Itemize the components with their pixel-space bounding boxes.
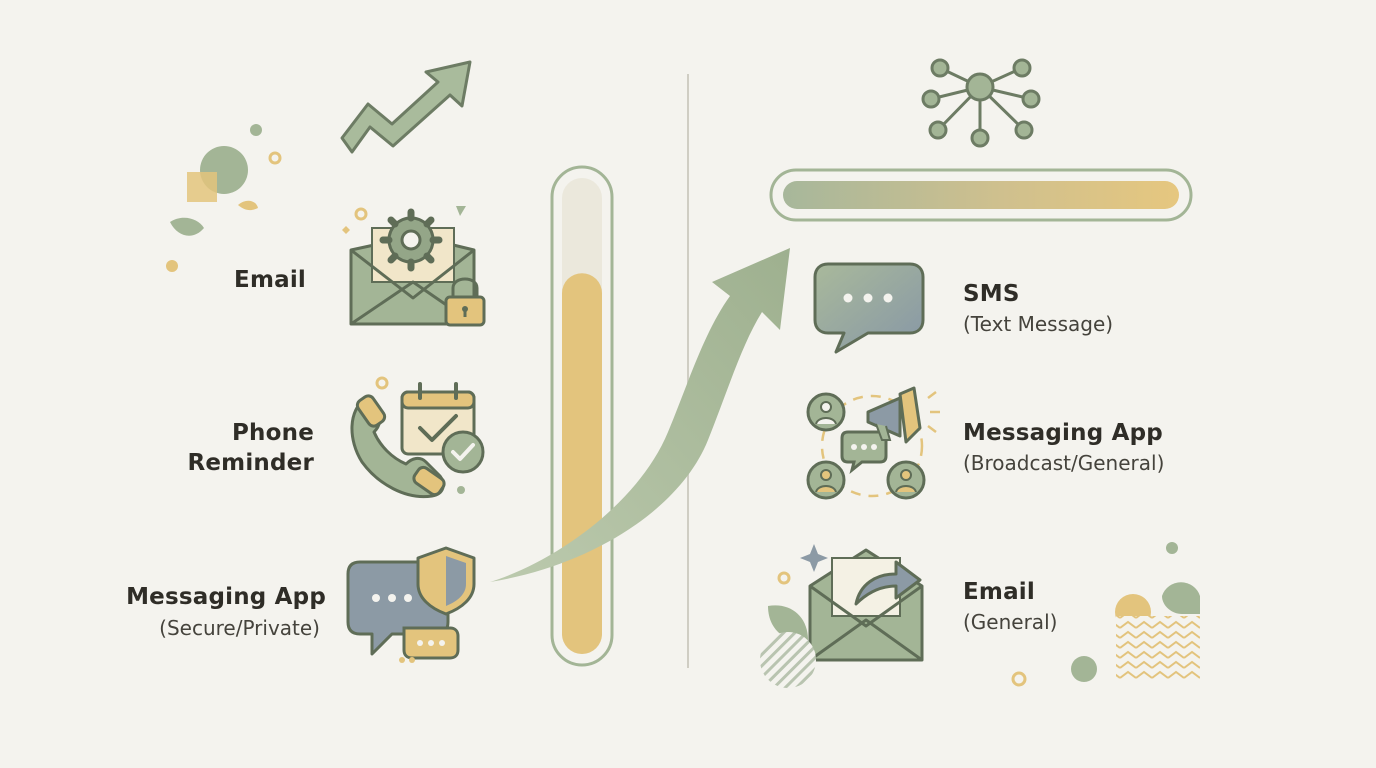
right-item-sms-title: SMS xyxy=(963,281,1020,307)
leaf-icon xyxy=(170,217,204,236)
gear-icon xyxy=(379,208,443,272)
left-item-phone-title-line2: Reminder xyxy=(187,450,314,476)
lock-icon xyxy=(444,277,486,327)
left-item-messaging-subtitle: (Secure/Private) xyxy=(159,616,320,640)
person-avatar-icon xyxy=(806,460,846,500)
person-avatar-icon xyxy=(886,460,926,500)
right-item-email-title: Email xyxy=(963,579,1035,605)
phone-calendar-check-icon xyxy=(350,376,485,499)
horizontal-gauge-fill xyxy=(783,181,1179,209)
right-item-email-subtitle: (General) xyxy=(963,610,1058,634)
horizontal-gauge xyxy=(769,168,1193,222)
left-item-phone-title-line1: Phone xyxy=(231,420,314,446)
forward-arrow-icon xyxy=(854,560,922,606)
trend-up-arrow-icon xyxy=(340,60,472,154)
left-decor-cluster xyxy=(166,124,282,272)
chat-shield-icon xyxy=(346,546,476,663)
right-item-messaging-title: Messaging App xyxy=(963,420,1163,446)
curved-transition-arrow-icon xyxy=(490,248,790,582)
leaf-icon xyxy=(768,605,808,641)
megaphone-icon xyxy=(866,386,940,444)
shield-icon xyxy=(416,546,476,616)
left-item-email-title: Email xyxy=(234,267,306,293)
check-badge-icon xyxy=(441,430,485,474)
left-item-messaging-title: Messaging App xyxy=(126,584,326,610)
network-hub-icon xyxy=(921,58,1041,148)
envelope-gear-lock-icon xyxy=(342,206,486,327)
right-item-sms-subtitle: (Text Message) xyxy=(963,312,1114,336)
broadcast-group-icon xyxy=(806,386,940,500)
envelope-forward-icon xyxy=(760,544,924,688)
right-decor-cluster xyxy=(1011,542,1200,687)
person-avatar-icon xyxy=(806,392,846,432)
right-item-messaging-subtitle: (Broadcast/General) xyxy=(963,451,1165,475)
vertical-gauge xyxy=(550,165,614,667)
vertical-gauge-fill xyxy=(562,273,602,654)
sms-bubble-icon xyxy=(813,262,925,354)
